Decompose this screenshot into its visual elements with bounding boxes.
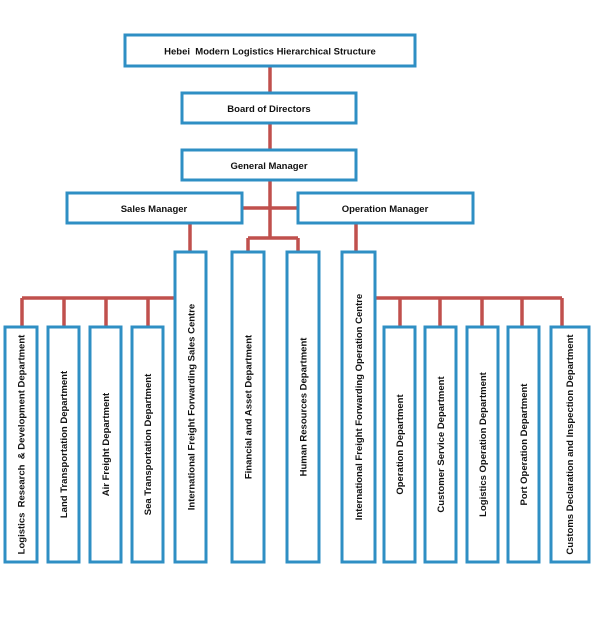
general-manager-label: General Manager (230, 161, 307, 172)
port-operation-department-box: Port Operation Department (506, 325, 541, 564)
land-transportation-department-box: Land Transportation Department (46, 325, 81, 564)
sea-transportation-department-box: Sea Transportation Department (130, 325, 165, 564)
research-development-department-label: Logistics Research & Development Departm… (17, 334, 28, 554)
sea-transportation-department-label: Sea Transportation Department (143, 373, 154, 515)
operation-department-label: Operation Department (395, 394, 406, 495)
air-freight-department-label: Air Freight Department (101, 392, 112, 496)
logistics-operation-department-label: Logistics Operation Department (478, 371, 489, 516)
title-box: Hebei Modern Logistics Hierarchical Stru… (123, 33, 417, 68)
human-resources-department-label: Human Resources Department (299, 337, 310, 477)
connectors (20, 66, 564, 327)
operation-manager-box: Operation Manager (296, 191, 475, 225)
intl-freight-operation-centre-label: International Freight Forwarding Operati… (354, 294, 365, 520)
human-resources-department-box: Human Resources Department (285, 250, 321, 564)
financial-asset-department-label: Financial and Asset Department (244, 334, 255, 479)
air-freight-department-box: Air Freight Department (88, 325, 123, 564)
research-development-department-box: Logistics Research & Development Departm… (3, 325, 39, 564)
intl-freight-operation-centre-box: International Freight Forwarding Operati… (340, 250, 377, 564)
operation-department-box: Operation Department (382, 325, 417, 564)
board-of-directors-box: Board of Directors (180, 91, 358, 125)
customer-service-department-label: Customer Service Department (436, 376, 447, 513)
general-manager-box: General Manager (180, 148, 358, 182)
board-of-directors-label: Board of Directors (227, 104, 310, 115)
financial-asset-department-box: Financial and Asset Department (230, 250, 266, 564)
sales-manager-box: Sales Manager (65, 191, 244, 225)
sales-manager-label: Sales Manager (121, 204, 188, 215)
customer-service-department-box: Customer Service Department (423, 325, 458, 564)
land-transportation-department-label: Land Transportation Department (59, 370, 70, 518)
intl-freight-sales-centre-label: International Freight Forwarding Sales C… (187, 304, 198, 510)
operation-manager-label: Operation Manager (342, 204, 429, 215)
port-operation-department-label: Port Operation Department (519, 383, 530, 506)
customs-declaration-department-box: Customs Declaration and Inspection Depar… (549, 325, 591, 564)
title-label: Hebei Modern Logistics Hierarchical Stru… (164, 47, 376, 58)
customs-declaration-department-label: Customs Declaration and Inspection Depar… (565, 334, 576, 555)
logistics-operation-department-box: Logistics Operation Department (465, 325, 500, 564)
intl-freight-sales-centre-box: International Freight Forwarding Sales C… (173, 250, 208, 564)
